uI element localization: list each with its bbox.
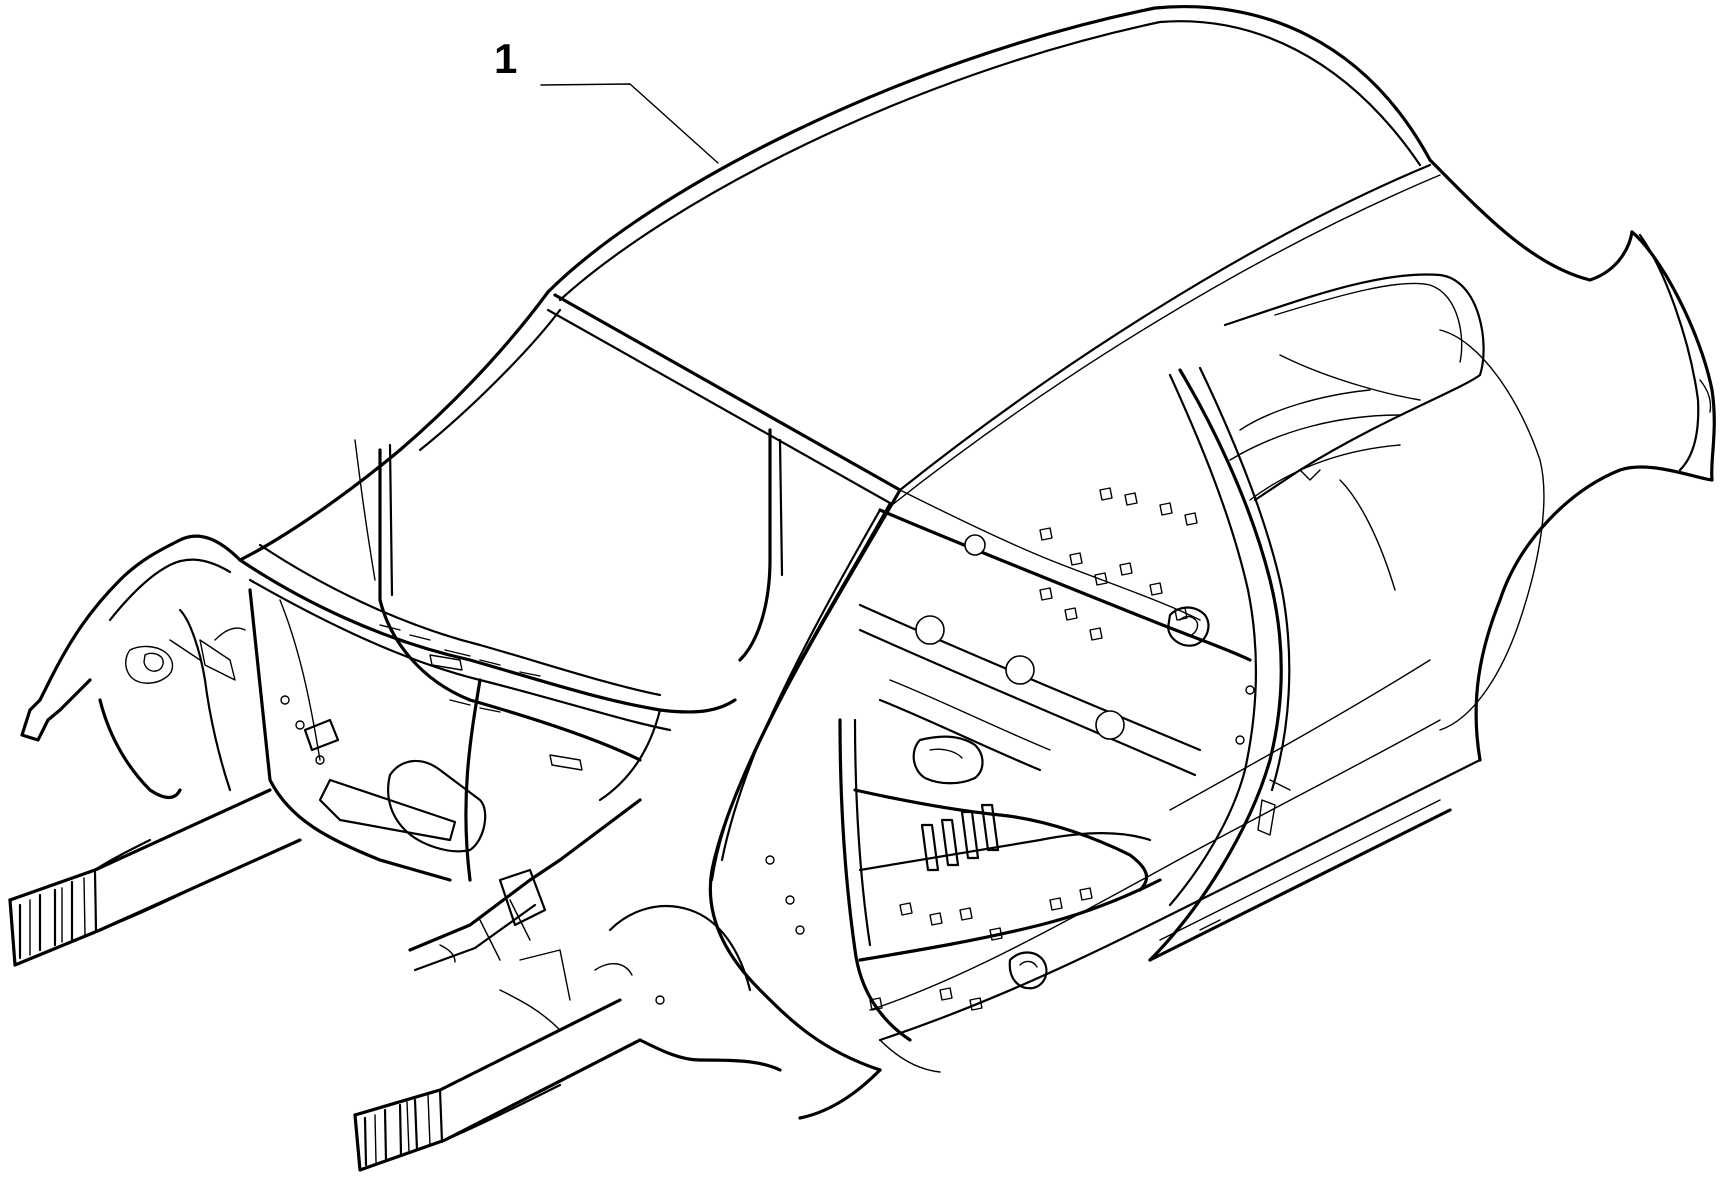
roof-panel: [546, 5, 1441, 506]
front-rail-right: [353, 998, 642, 1172]
fastener-holes: [280, 685, 1255, 1005]
floor-panel: [853, 487, 1252, 1011]
rear-interior: [1229, 389, 1401, 501]
b-pillar: [1148, 366, 1291, 962]
left-strut-tower: [20, 534, 246, 800]
side-sill: [1148, 799, 1452, 962]
callout-number-1: 1: [494, 35, 518, 82]
rear-quarter-panel: [869, 158, 1716, 1042]
callout-leader-line: [540, 83, 719, 164]
front-crossmember: [408, 798, 642, 972]
windscreen-frame: [238, 290, 784, 762]
front-bulkhead: [238, 543, 737, 882]
a-pillar-door-opening: [708, 488, 1201, 1120]
right-wheel-arch: [499, 905, 782, 1072]
front-rail-left: [8, 788, 302, 967]
